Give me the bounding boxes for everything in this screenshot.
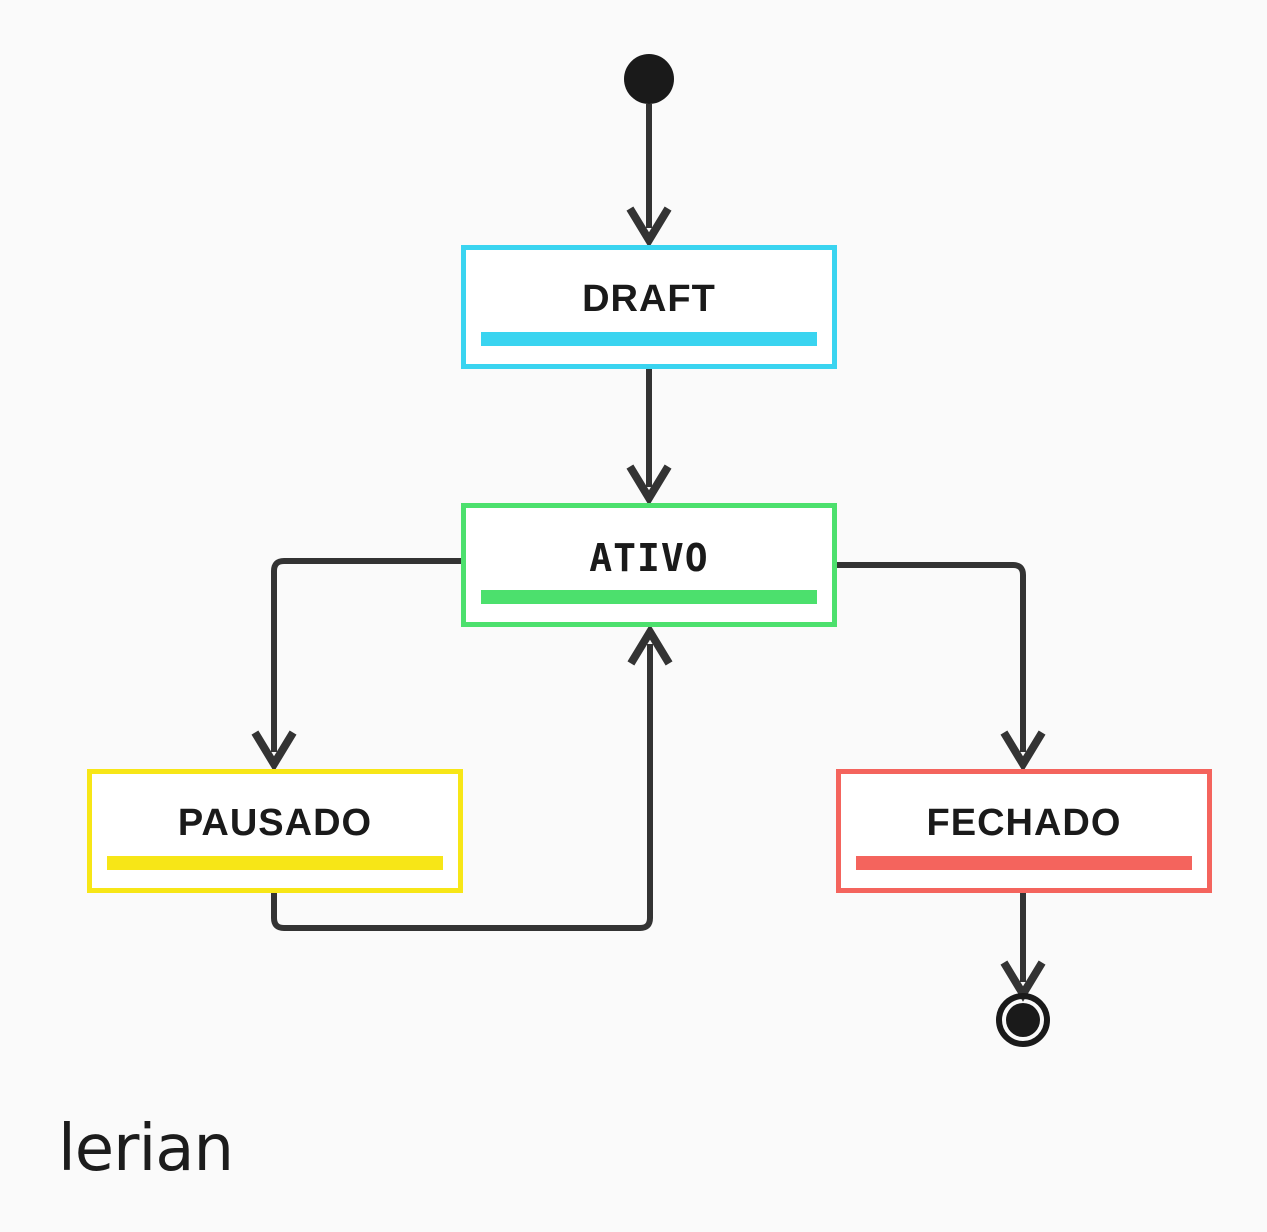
state-accent-bar-pausado [107,856,443,870]
state-node-fechado[interactable]: FECHADO [836,769,1212,893]
state-label-pausado: PAUSADO [177,802,373,844]
final-state-node[interactable] [996,993,1050,1047]
transition-ativo-to-fechado[interactable] [837,562,1046,772]
state-accent-bar-draft [481,332,817,346]
state-node-pausado[interactable]: PAUSADO [87,769,463,893]
state-label-ativo: ATIVO [589,536,709,580]
state-label-draft: DRAFT [582,278,716,320]
transition-fechado-to-end[interactable] [1000,893,1046,1002]
transition-start-to-draft[interactable] [626,104,672,248]
state-node-draft[interactable]: DRAFT [461,245,837,369]
state-accent-bar-fechado [856,856,1192,870]
state-node-ativo[interactable]: ATIVO [461,503,837,627]
state-label-fechado: FECHADO [926,802,1122,844]
initial-state-node[interactable] [624,54,674,104]
brand-logo: lerian [58,1112,234,1186]
transition-draft-to-ativo[interactable] [626,369,672,506]
state-accent-bar-ativo [481,590,817,604]
transition-pausado-to-ativo[interactable] [271,624,673,931]
transition-ativo-to-pausado[interactable] [251,558,461,772]
